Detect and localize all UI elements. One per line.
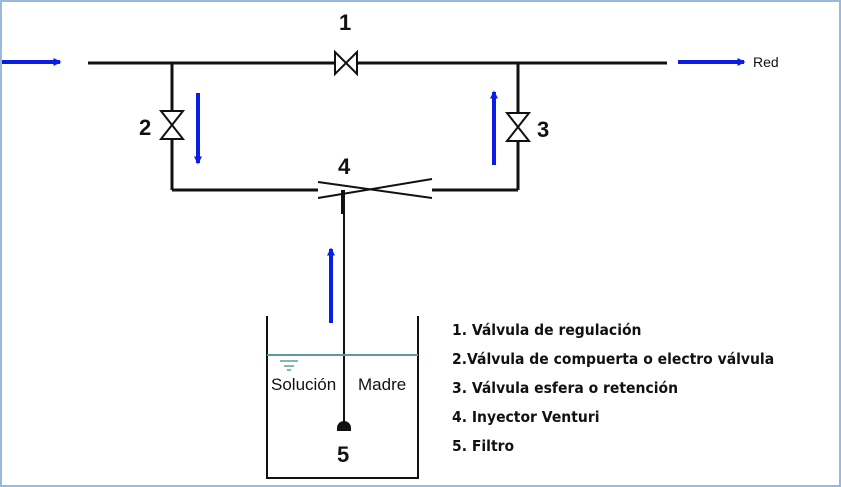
filter-icon xyxy=(337,421,351,431)
legend-item: 5. Filtro xyxy=(452,437,515,455)
valve-1-label: 1 xyxy=(339,10,351,35)
valve-1-icon xyxy=(334,49,358,77)
tank-label-solution: Solución xyxy=(271,375,336,394)
legend-item: 4. Inyector Venturi xyxy=(452,408,600,426)
valve-2-icon xyxy=(158,110,186,140)
legend: 1. Válvula de regulación 2.Válvula de co… xyxy=(452,316,798,461)
solution-tank xyxy=(266,316,419,479)
water-level-icon xyxy=(280,360,298,371)
filter-5-label: 5 xyxy=(337,442,349,467)
venturi-4-label: 4 xyxy=(338,154,351,179)
legend-item: 2.Válvula de compuerta o electro válvula xyxy=(452,350,775,368)
valve-3-icon xyxy=(504,112,532,142)
legend-item: 3. Válvula esfera o retención xyxy=(452,379,679,397)
outlet-label: Red xyxy=(753,54,779,70)
valve-2-label: 2 xyxy=(139,115,151,140)
legend-item: 1. Válvula de regulación xyxy=(452,321,642,339)
tank-label-mother: Madre xyxy=(358,375,406,394)
valve-3-label: 3 xyxy=(537,117,549,142)
venturi-injector-icon xyxy=(317,178,433,214)
